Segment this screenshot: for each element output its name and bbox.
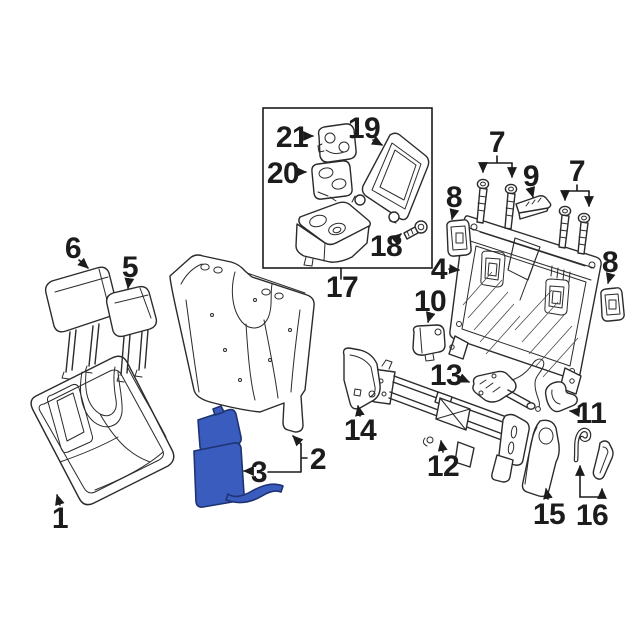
- armrest-detail-box: [262, 107, 433, 269]
- callout-11-label: 11: [576, 397, 607, 430]
- part-4-seat-back-frame: [448, 215, 602, 395]
- callout-1-leader: [55, 493, 65, 506]
- callout-5-leader: [124, 277, 135, 290]
- part-21-cupholder-bracket: [317, 123, 357, 163]
- callout-10-label: 10: [414, 285, 446, 318]
- part-2-seat-back-pad: [169, 254, 315, 433]
- part-3-lumbar-support-highlighted: [193, 405, 284, 508]
- callout-17-label: 17: [326, 271, 358, 304]
- callout-18-label: 18: [370, 230, 402, 263]
- part-20-cupholder-insert: [311, 160, 353, 202]
- part-1-seat-back-cover: [30, 355, 175, 506]
- part-13-latch-and-cable: [472, 358, 545, 412]
- part-8-latch-cover-right: [600, 287, 625, 322]
- callout-13-label: 13: [430, 359, 462, 392]
- callout-13-leader: [457, 373, 471, 383]
- frame-hatching-left: [462, 271, 521, 355]
- part-19-armrest-frame-panel: [351, 132, 430, 224]
- callout-8a-label: 8: [446, 181, 462, 214]
- callout-20-label: 20: [267, 157, 299, 190]
- part-10-bracket: [412, 324, 446, 362]
- part-18-armrest-bolt: [403, 220, 428, 240]
- callout-15-label: 15: [533, 498, 565, 531]
- callout-7b-label: 7: [569, 155, 585, 188]
- callout-18-leader: [390, 233, 402, 245]
- part-11-bracket: [544, 381, 578, 413]
- callout-8a-leader: [449, 208, 460, 221]
- callout-12-leader: [437, 439, 448, 453]
- callout-10-leader: [425, 311, 436, 324]
- callout-2-leader: [267, 435, 308, 473]
- callout-leaders: [55, 131, 616, 506]
- callout-14-leader: [355, 404, 365, 417]
- callout-16-leader: [575, 464, 607, 499]
- callout-3-label: 3: [251, 456, 267, 489]
- callout-4-label: 4: [431, 253, 448, 286]
- part-9-bracket: [515, 195, 552, 220]
- callout-2-label: 2: [310, 443, 326, 476]
- frame-hatching-right: [514, 289, 579, 378]
- callout-16-label: 16: [576, 499, 608, 532]
- callout-6-leader: [77, 257, 89, 269]
- callout-7a-leader: [478, 155, 517, 179]
- callout-8b-label: 8: [602, 246, 618, 279]
- callout-7a-label: 7: [489, 126, 505, 159]
- callout-19-label: 19: [348, 112, 380, 145]
- callout-8b-leader: [605, 272, 616, 285]
- callout-15-leader: [543, 487, 553, 500]
- callout-9-leader: [525, 186, 536, 199]
- part-17-armrest-body: [295, 201, 371, 267]
- callout-1-label: 1: [52, 502, 68, 535]
- callout-9-label: 9: [523, 160, 539, 193]
- callout-labels: 1 2 3 4 5 6 7 7 8 8 9 10 11 12 13 14 15 …: [52, 112, 619, 535]
- callout-5-label: 5: [122, 251, 138, 284]
- callout-19-leader: [370, 135, 383, 146]
- part-16-hook-and-lever: [573, 427, 614, 480]
- part-7-bolts-right: [558, 205, 591, 255]
- callout-7b-leader: [560, 184, 594, 208]
- callout-21-label: 21: [276, 121, 308, 154]
- part-7-bolts-left: [476, 178, 518, 230]
- callout-4-leader: [448, 264, 461, 274]
- part-5-headrest-inner: [105, 285, 158, 383]
- part-14-side-shield: [342, 347, 381, 410]
- callout-12-label: 12: [427, 450, 459, 483]
- callout-14-label: 14: [344, 414, 377, 447]
- part-8-latch-cover-left: [446, 219, 472, 257]
- callout-6-label: 6: [65, 232, 81, 265]
- callout-11-leader: [568, 407, 581, 418]
